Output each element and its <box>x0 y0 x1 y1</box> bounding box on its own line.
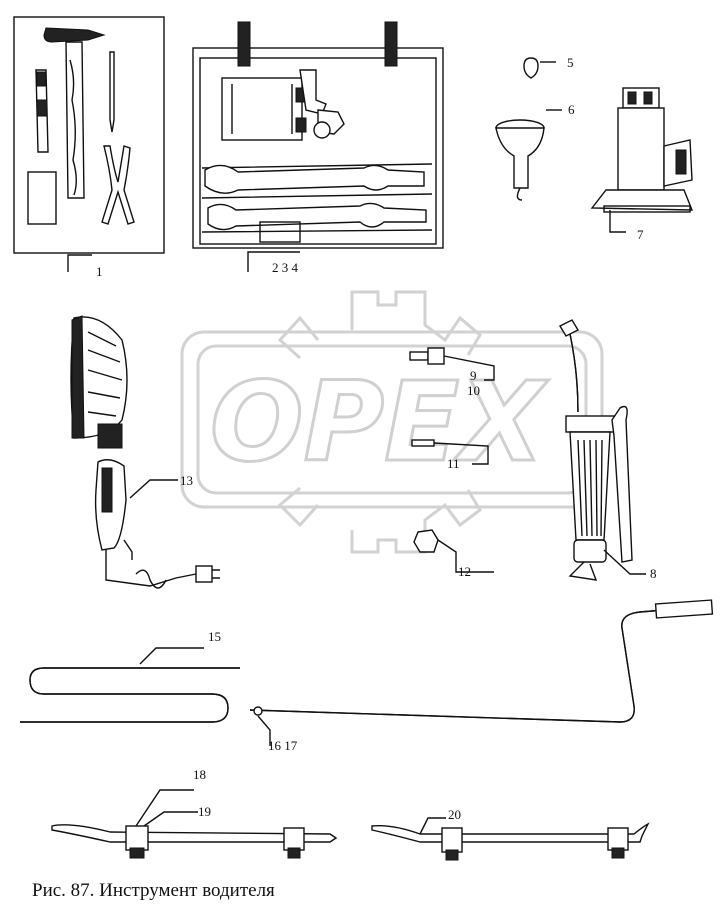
funnel-item-6 <box>495 109 562 201</box>
hammer-head-icon <box>43 27 106 43</box>
crank-grip-icon <box>654 599 714 619</box>
bent-rod-item-15 <box>20 647 240 723</box>
screwdriver-icon <box>109 51 115 133</box>
funnel-icon <box>495 127 545 189</box>
label-19: 19 <box>198 804 211 819</box>
watermark-logo: OPEX <box>180 290 604 554</box>
label-5: 5 <box>567 55 574 70</box>
label-9: 9 <box>470 368 477 383</box>
tire-lever-hooked-icon <box>371 822 650 843</box>
label-1: 1 <box>96 264 103 279</box>
portable-lamp-item-13 <box>70 315 220 589</box>
label-7: 7 <box>637 227 644 242</box>
tool-panel-item-1 <box>13 16 165 272</box>
figure-caption: Рис. 87. Инструмент водителя <box>32 880 275 901</box>
label-15: 15 <box>208 629 221 644</box>
grease-gun-lever-icon <box>611 405 633 563</box>
tool-bag-items-2-4 <box>192 21 444 272</box>
label-18: 18 <box>193 767 206 782</box>
lamp-reflector-icon <box>70 316 128 439</box>
label-16-17: 16 17 <box>268 738 298 753</box>
label-10: 10 <box>467 383 480 398</box>
jack-item-7 <box>590 87 694 233</box>
tire-lever-items-18-19 <box>51 789 338 859</box>
pliers-icon <box>101 145 135 225</box>
nut-icon <box>413 529 439 553</box>
label-13: 13 <box>180 473 193 488</box>
label-11: 11 <box>447 456 460 471</box>
fittings-items-9-12 <box>409 347 495 573</box>
crank-handle-items-16-17 <box>249 599 714 746</box>
bulb-item-5 <box>523 57 556 79</box>
tire-lever-icon <box>51 824 338 843</box>
label-6: 6 <box>568 102 575 117</box>
watermark-text: OPEX <box>210 358 549 486</box>
plate-icon <box>27 171 57 225</box>
grease-gun-head-icon <box>565 415 615 433</box>
grease-gun-item-8 <box>559 319 646 581</box>
wrench-icon <box>299 69 327 115</box>
label-2-3-4: 2 3 4 <box>272 260 299 275</box>
label-20: 20 <box>448 807 461 822</box>
label-8: 8 <box>650 566 657 581</box>
tire-lever-item-20 <box>371 817 650 861</box>
bulb-icon <box>523 57 539 79</box>
label-12: 12 <box>458 564 471 579</box>
